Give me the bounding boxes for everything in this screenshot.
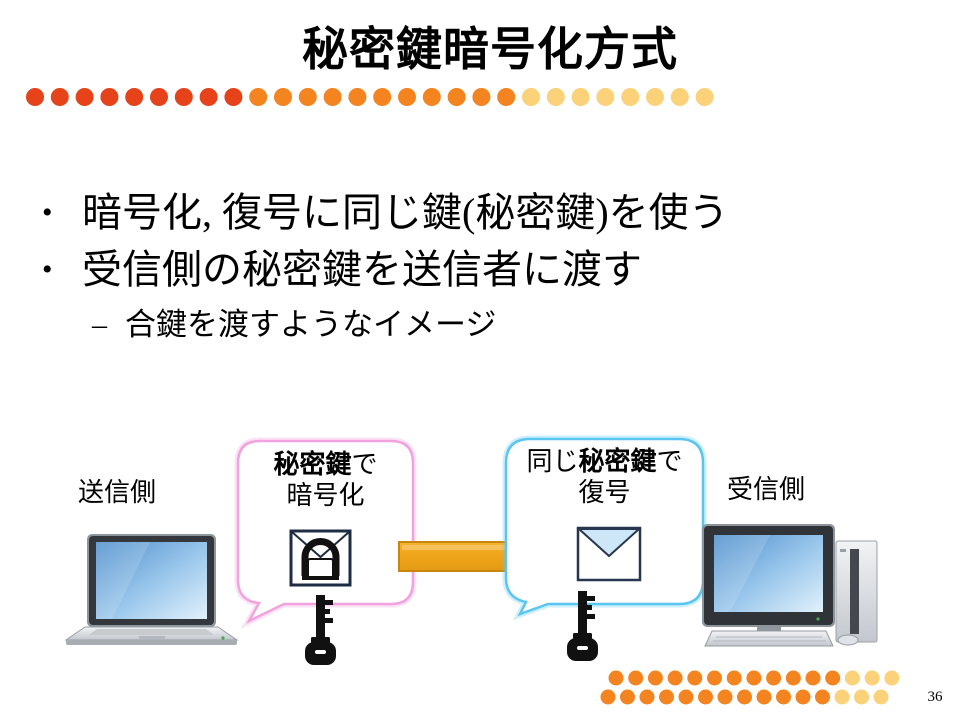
- decor-dot: [785, 670, 801, 686]
- decrypt-bubble-text: 同じ秘密鍵で 復号: [506, 447, 703, 509]
- slide-title: 秘密鍵暗号化方式: [302, 22, 678, 76]
- decor-dot: [873, 689, 889, 705]
- decor-dot: [249, 88, 268, 106]
- decor-dot: [844, 670, 860, 686]
- sub-bullet-item: – 合鍵を渡すようなイメージ: [92, 305, 496, 345]
- sub-bullet-marker: –: [92, 308, 107, 341]
- decor-dot: [854, 689, 869, 705]
- decor-dot: [659, 689, 674, 705]
- decor-dot: [766, 670, 782, 686]
- decor-dot: [756, 689, 772, 705]
- decor-dot: [150, 88, 168, 106]
- sub-bullet-text: 合鍵を渡すようなイメージ: [125, 307, 497, 342]
- decor-dot: [834, 689, 850, 705]
- decor-dot: [815, 689, 830, 705]
- encrypt-bubble-key-term: 秘密鍵: [273, 450, 352, 480]
- decor-dot: [639, 689, 655, 705]
- decor-dot: [620, 689, 635, 705]
- bullet-item: • 暗号化, 復号に同じ鍵(秘密鍵)を使う: [42, 188, 729, 238]
- key-icon: [305, 595, 336, 665]
- decrypt-bubble-particle: で: [656, 447, 683, 477]
- decrypt-bubble-line2: 復号: [578, 478, 631, 508]
- decor-dot: [174, 88, 193, 106]
- decor-dot: [884, 670, 900, 686]
- decor-dot: [707, 670, 722, 686]
- receiver-label: 受信側: [727, 475, 806, 505]
- decor-dot: [596, 88, 615, 106]
- decor-dot: [670, 88, 689, 106]
- decor-dot: [608, 670, 624, 686]
- footer-dot-rule: [600, 670, 900, 705]
- decor-dot: [717, 689, 733, 705]
- decor-dot: [522, 88, 540, 106]
- decor-dot: [422, 88, 441, 106]
- decor-dot: [726, 670, 742, 686]
- decor-dot: [497, 88, 516, 106]
- decor-dot: [628, 670, 644, 686]
- decor-dot: [447, 88, 466, 106]
- decor-dot: [864, 670, 880, 686]
- decor-dot: [373, 88, 392, 106]
- decor-dot: [125, 88, 144, 106]
- bullet-marker: •: [42, 196, 53, 229]
- key-icon: [567, 591, 598, 661]
- sender-label: 送信側: [78, 478, 157, 508]
- decor-dot: [678, 689, 694, 705]
- locked-envelope-icon: [289, 529, 352, 587]
- encrypt-bubble-line1: 秘密鍵で: [238, 450, 413, 481]
- title-dot-rule: [26, 88, 714, 106]
- decor-dot: [621, 88, 640, 106]
- decor-dot: [795, 689, 811, 705]
- decrypt-bubble-prefix: 同じ: [526, 447, 579, 477]
- decor-dot: [348, 88, 367, 106]
- decor-dot: [298, 88, 317, 106]
- page-number: 36: [927, 689, 943, 705]
- decor-dot: [398, 88, 416, 106]
- encrypt-bubble-particle: で: [351, 450, 378, 480]
- decor-dot: [687, 670, 703, 686]
- decor-dot: [805, 670, 821, 686]
- decor-dot: [472, 88, 491, 106]
- decor-dot: [75, 88, 94, 106]
- decor-dot: [746, 670, 762, 686]
- decor-dot: [825, 670, 841, 686]
- decor-dot: [323, 88, 342, 106]
- decor-dot: [695, 88, 714, 106]
- decor-dot: [274, 88, 292, 106]
- decor-dot: [50, 88, 69, 106]
- decrypt-speech-bubble: [502, 435, 707, 621]
- decor-dot: [646, 88, 664, 106]
- bullet-marker: •: [42, 253, 53, 286]
- decor-dot: [737, 689, 752, 705]
- decor-dot: [199, 88, 218, 106]
- decrypt-bubble-line1: 同じ秘密鍵で: [506, 447, 703, 478]
- desktop-computer-icon: [702, 524, 878, 647]
- bullet-text: 受信側の秘密鍵を送信者に渡す: [82, 247, 642, 292]
- encrypt-bubble-text: 秘密鍵で 暗号化: [238, 450, 413, 512]
- decor-dot: [776, 689, 791, 705]
- decor-dot: [26, 88, 44, 106]
- decor-dot: [571, 88, 590, 106]
- decor-dot: [647, 670, 663, 686]
- decor-dot: [667, 670, 683, 686]
- envelope-icon: [576, 526, 642, 582]
- decrypt-bubble-key-term: 秘密鍵: [578, 447, 657, 477]
- bullet-text: 暗号化, 復号に同じ鍵(秘密鍵)を使う: [82, 190, 729, 235]
- decor-dot: [100, 88, 119, 106]
- laptop-icon: [64, 534, 239, 645]
- bullet-item: • 受信側の秘密鍵を送信者に渡す: [42, 245, 642, 295]
- encrypt-bubble-line2: 暗号化: [286, 481, 365, 511]
- decor-dot: [600, 689, 616, 705]
- decor-dot: [224, 88, 243, 106]
- decor-dot: [698, 689, 713, 705]
- decor-dot: [546, 88, 565, 106]
